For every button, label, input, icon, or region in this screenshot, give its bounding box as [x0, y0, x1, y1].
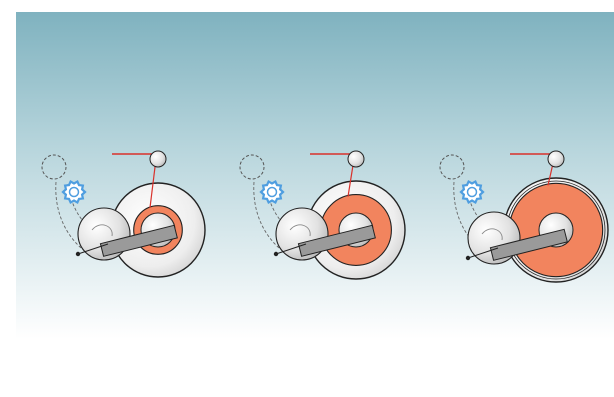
lever-arm-icon: [297, 224, 376, 257]
dashed-circle: [41, 154, 67, 180]
motion-path: [55, 181, 87, 253]
gear-hub: [266, 186, 278, 198]
lever-arm-icon: [99, 224, 178, 257]
winding-stage-2: [239, 150, 406, 280]
guide-roller-icon: [149, 150, 167, 168]
web-line-diagonal: [149, 158, 157, 208]
diagram-panel: [16, 12, 614, 397]
pivot-line: [467, 247, 499, 259]
gear-hub: [68, 186, 80, 198]
pivot-dot: [75, 251, 81, 257]
guide-roller-icon: [547, 150, 565, 168]
roller-spiral: [481, 228, 503, 241]
motion-path: [253, 181, 285, 253]
pivot-line: [275, 243, 307, 255]
gear-hub: [466, 186, 478, 198]
winding-diagram: [16, 12, 614, 397]
lever-arm-icon: [489, 228, 568, 261]
winding-stage-3: [439, 150, 609, 283]
pivot-dot: [465, 255, 471, 261]
roller-spiral: [289, 224, 311, 237]
dashed-circle: [239, 154, 265, 180]
dashed-circle: [439, 154, 465, 180]
guide-roller-icon: [347, 150, 365, 168]
pivot-dot: [273, 251, 279, 257]
stages-group: [41, 150, 609, 283]
roller-spiral: [91, 224, 113, 237]
winding-stage-1: [41, 150, 206, 278]
pivot-line: [77, 243, 109, 255]
